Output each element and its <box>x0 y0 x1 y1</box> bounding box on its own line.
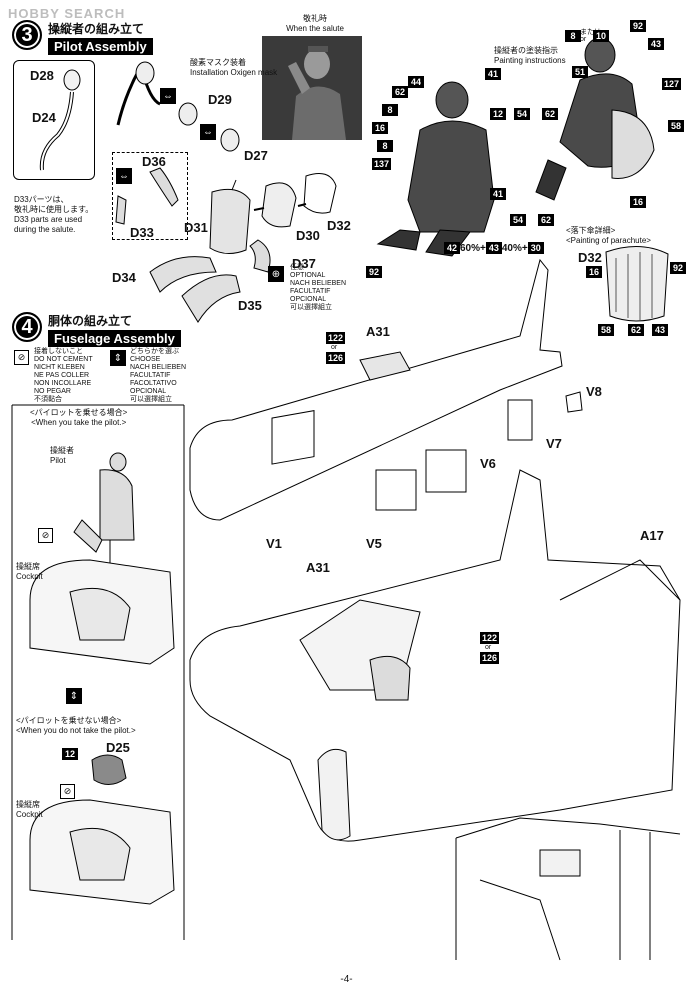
color-code: 92 <box>670 262 686 274</box>
step4-header: 4 胴体の組み立て Fuselage Assembly <box>12 312 181 347</box>
part-d34: D34 <box>112 270 136 285</box>
salute-caption: 敬礼時 When the salute <box>286 14 344 33</box>
step3-title-en: Pilot Assembly <box>48 38 153 55</box>
optional-icon: ⊕ <box>268 266 284 282</box>
or-label: or <box>331 344 338 351</box>
color-code: 41 <box>485 68 501 80</box>
part-d28: D28 <box>30 68 54 83</box>
cockpit2-label: 操縦席 Cockpit <box>16 800 43 819</box>
part-d24: D24 <box>32 110 56 125</box>
parachute-caption: <落下傘詳細> <Painting of parachute> <box>566 226 651 245</box>
step4-title-jp: 胴体の組み立て <box>48 314 133 328</box>
part-a31-lower: A31 <box>306 560 330 575</box>
color-code: 137 <box>372 158 392 170</box>
or-label: または <box>580 29 601 36</box>
choice-icon: ⇔ <box>160 88 176 104</box>
color-code: 8 <box>565 30 581 42</box>
choice-icon: ⇔ <box>200 124 216 140</box>
color-code: 44 <box>408 76 424 88</box>
part-d29: D29 <box>208 92 232 107</box>
pilot-photo-figure <box>288 46 346 140</box>
d28-d24-box <box>13 60 95 180</box>
choice-icon: ⇔ <box>116 168 132 184</box>
color-code: 16 <box>372 122 388 134</box>
color-code: 8 <box>382 104 398 116</box>
color-code: 54 <box>514 108 530 120</box>
color-code: 126 <box>326 352 346 364</box>
part-d30: D30 <box>296 228 320 243</box>
part-d36: D36 <box>142 154 166 169</box>
choose-icon: ⇕ <box>66 688 82 704</box>
part-v7: V7 <box>546 436 562 451</box>
color-code: 10 <box>593 30 609 42</box>
part-d35: D35 <box>238 298 262 313</box>
salute-photo <box>262 36 362 140</box>
no-cement-icon: ⊘ <box>14 350 29 365</box>
part-d37: D37 <box>292 256 316 271</box>
color-code: 54 <box>510 214 526 226</box>
color-code: 126 <box>480 652 500 664</box>
choose-icon: ⇕ <box>110 350 126 366</box>
color-code: 122 <box>480 632 500 644</box>
cockpit-label: 操縦席 Cockpit <box>16 562 43 581</box>
mix-formula: 42 60%+ 43 40%+ 30 <box>444 242 544 254</box>
or-label: or <box>580 36 587 43</box>
part-d25: D25 <box>106 740 130 755</box>
watermark: HOBBY SEARCH <box>8 6 126 21</box>
color-code: 62 <box>538 214 554 226</box>
part-a17: A17 <box>640 528 664 543</box>
color-code: 16 <box>586 266 602 278</box>
page-number: -4- <box>340 974 353 985</box>
color-code: 122 <box>326 332 346 344</box>
color-code: 43 <box>648 38 664 50</box>
color-code: 92 <box>366 266 382 278</box>
color-code: 62 <box>628 324 644 336</box>
part-d27: D27 <box>244 148 268 163</box>
d36-d33-dashed-box <box>112 152 188 240</box>
or-label: or <box>485 644 492 651</box>
choose-legend: どちらかを選ぶ CHOOSE NACH BELIEBEN FACULTATIF … <box>130 348 187 403</box>
step3-number: 3 <box>12 20 42 50</box>
color-code: 127 <box>662 78 682 90</box>
color-code: 43 <box>652 324 668 336</box>
color-code: 41 <box>490 188 506 200</box>
d33-note: D33パーツは、 敬礼時に使用します。 D33 parts are used d… <box>14 195 94 234</box>
no-cement-icon: ⊘ <box>60 784 75 799</box>
color-code: 58 <box>598 324 614 336</box>
color-code: 16 <box>630 196 646 208</box>
color-code: 58 <box>668 120 684 132</box>
color-code: 8 <box>377 140 393 152</box>
mask-caption: 酸素マスク装着 Installation Oxigen mask <box>190 58 278 77</box>
color-code: 62 <box>392 86 408 98</box>
part-d32-detail: D32 <box>578 250 602 265</box>
part-d32: D32 <box>327 218 351 233</box>
color-code: 51 <box>572 66 588 78</box>
with-pilot-caption: <パイロットを乗せる場合> <When you take the pilot.> <box>30 408 128 427</box>
part-v1: V1 <box>266 536 282 551</box>
part-d31: D31 <box>184 220 208 235</box>
pilot-label: 操縦者 Pilot <box>50 446 74 465</box>
color-code: 12 <box>490 108 506 120</box>
step4-title-en: Fuselage Assembly <box>48 330 181 347</box>
no-cement-legend: 接着しないこと DO NOT CEMENT NICHT KLEBEN NE PA… <box>34 348 93 403</box>
part-v5: V5 <box>366 536 382 551</box>
no-cement-icon: ⊘ <box>38 528 53 543</box>
color-code: 92 <box>630 20 646 32</box>
part-v6: V6 <box>480 456 496 471</box>
without-pilot-caption: <パイロットを乗せない場合> <When you do not take the… <box>16 716 136 735</box>
optional-legend: 任意 OPTIONAL NACH BELIEBEN FACULTATIF OPC… <box>290 264 347 311</box>
step4-number: 4 <box>12 312 42 342</box>
color-code: 62 <box>542 108 558 120</box>
step3-title-jp: 操縦者の組み立て <box>48 22 145 36</box>
part-a31-upper: A31 <box>366 324 390 339</box>
paint-caption: 操縦者の塗装指示 Painting instructions <box>494 46 566 65</box>
step3-header: 3 操縦者の組み立て Pilot Assembly <box>12 20 153 55</box>
color-code: 12 <box>62 748 78 760</box>
part-v8: V8 <box>586 384 602 399</box>
part-d33: D33 <box>130 225 154 240</box>
